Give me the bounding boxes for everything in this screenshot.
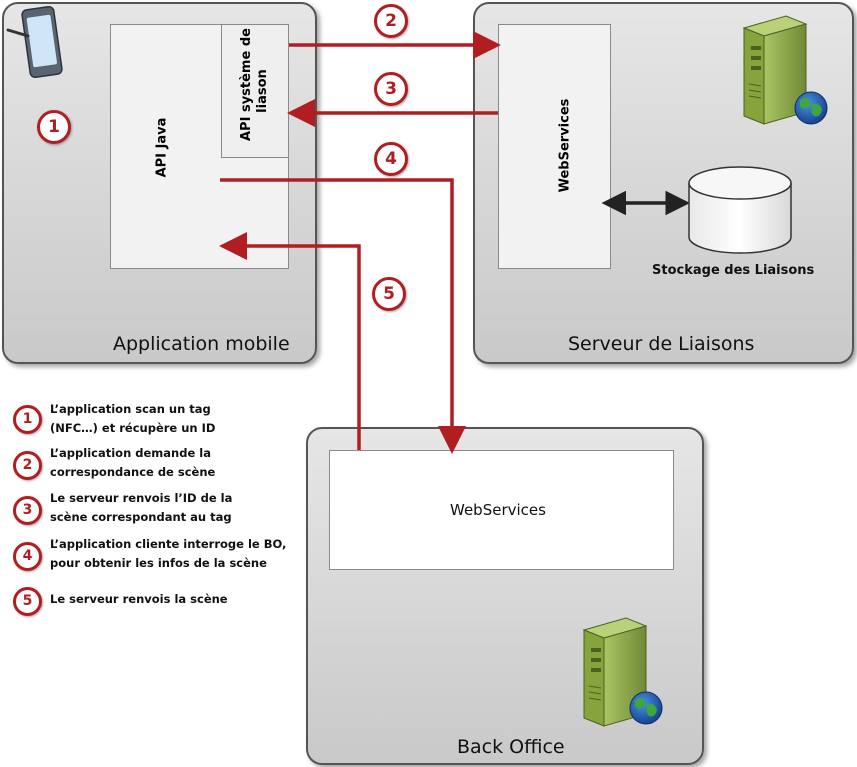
legend-marker-1: 1 — [13, 405, 42, 434]
api-liaison-box — [221, 24, 289, 158]
globe-icon-liaisons — [794, 91, 828, 125]
legend-text-5: Le serveur renvois la scène — [50, 592, 228, 606]
panel-label-liaisons: Serveur de Liaisons — [568, 333, 755, 355]
arrow-5 — [219, 232, 361, 450]
legend-text-4: L’application cliente interroge le BO,po… — [50, 537, 287, 570]
legend-marker-2: 2 — [13, 451, 42, 480]
arrow-4 — [220, 178, 466, 454]
panel-label-mobile: Application mobile — [113, 333, 290, 355]
legend-text-1: L’application scan un tag(NFC…) et récup… — [50, 402, 216, 435]
globe-icon-backoffice — [629, 691, 663, 725]
webservices-backoffice-box — [329, 450, 674, 570]
webservices-backoffice-label: WebServices — [450, 501, 546, 519]
legend-marker-4: 4 — [13, 542, 42, 571]
legend-marker-5: 5 — [13, 587, 42, 616]
step-2-marker: 2 — [374, 4, 408, 38]
database-icon — [688, 166, 792, 254]
step-5-marker: 5 — [372, 277, 406, 311]
legend-marker-3: 3 — [13, 496, 42, 525]
step-1-marker: 1 — [37, 110, 71, 144]
step-3-marker: 3 — [374, 72, 408, 106]
panel-label-backoffice: Back Office — [457, 736, 565, 758]
database-label: Stockage des Liaisons — [652, 263, 815, 278]
server-icon-liaisons — [742, 15, 808, 125]
webservices-liaisons-box — [498, 24, 611, 269]
step-4-marker: 4 — [374, 142, 408, 176]
tablet-icon — [6, 6, 63, 78]
